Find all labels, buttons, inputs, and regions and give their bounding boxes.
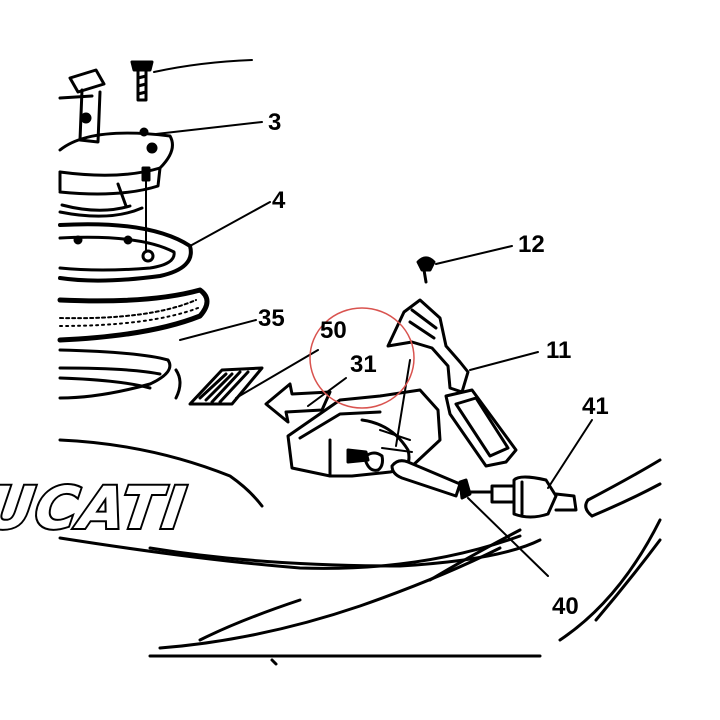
callout-40: 40 [552,593,579,620]
screw-icon [130,60,154,102]
callout-4: 4 [272,187,286,214]
filler-cap-assembly [57,68,210,400]
connector-41 [490,458,662,519]
callout-3: 3 [268,109,281,136]
callout-12: 12 [518,231,545,258]
callout-labels: 3 4 12 35 50 31 11 41 40 [258,109,609,620]
small-screw-icon [416,256,436,284]
hose-40 [390,459,502,500]
callout-11: 11 [546,337,571,364]
callout-31: 31 [350,351,377,378]
key-icon [58,68,106,144]
direction-arrow-icon [264,382,332,424]
callout-41: 41 [582,393,609,420]
plate-50 [188,366,264,406]
fuel-tank-outline [58,438,662,666]
leader-lines [153,59,593,577]
callout-35: 35 [258,305,285,332]
annotation-circle [309,307,415,409]
brand-lettering: UCATI [0,474,191,542]
lever-11 [386,298,518,468]
callout-50: 50 [320,317,347,344]
